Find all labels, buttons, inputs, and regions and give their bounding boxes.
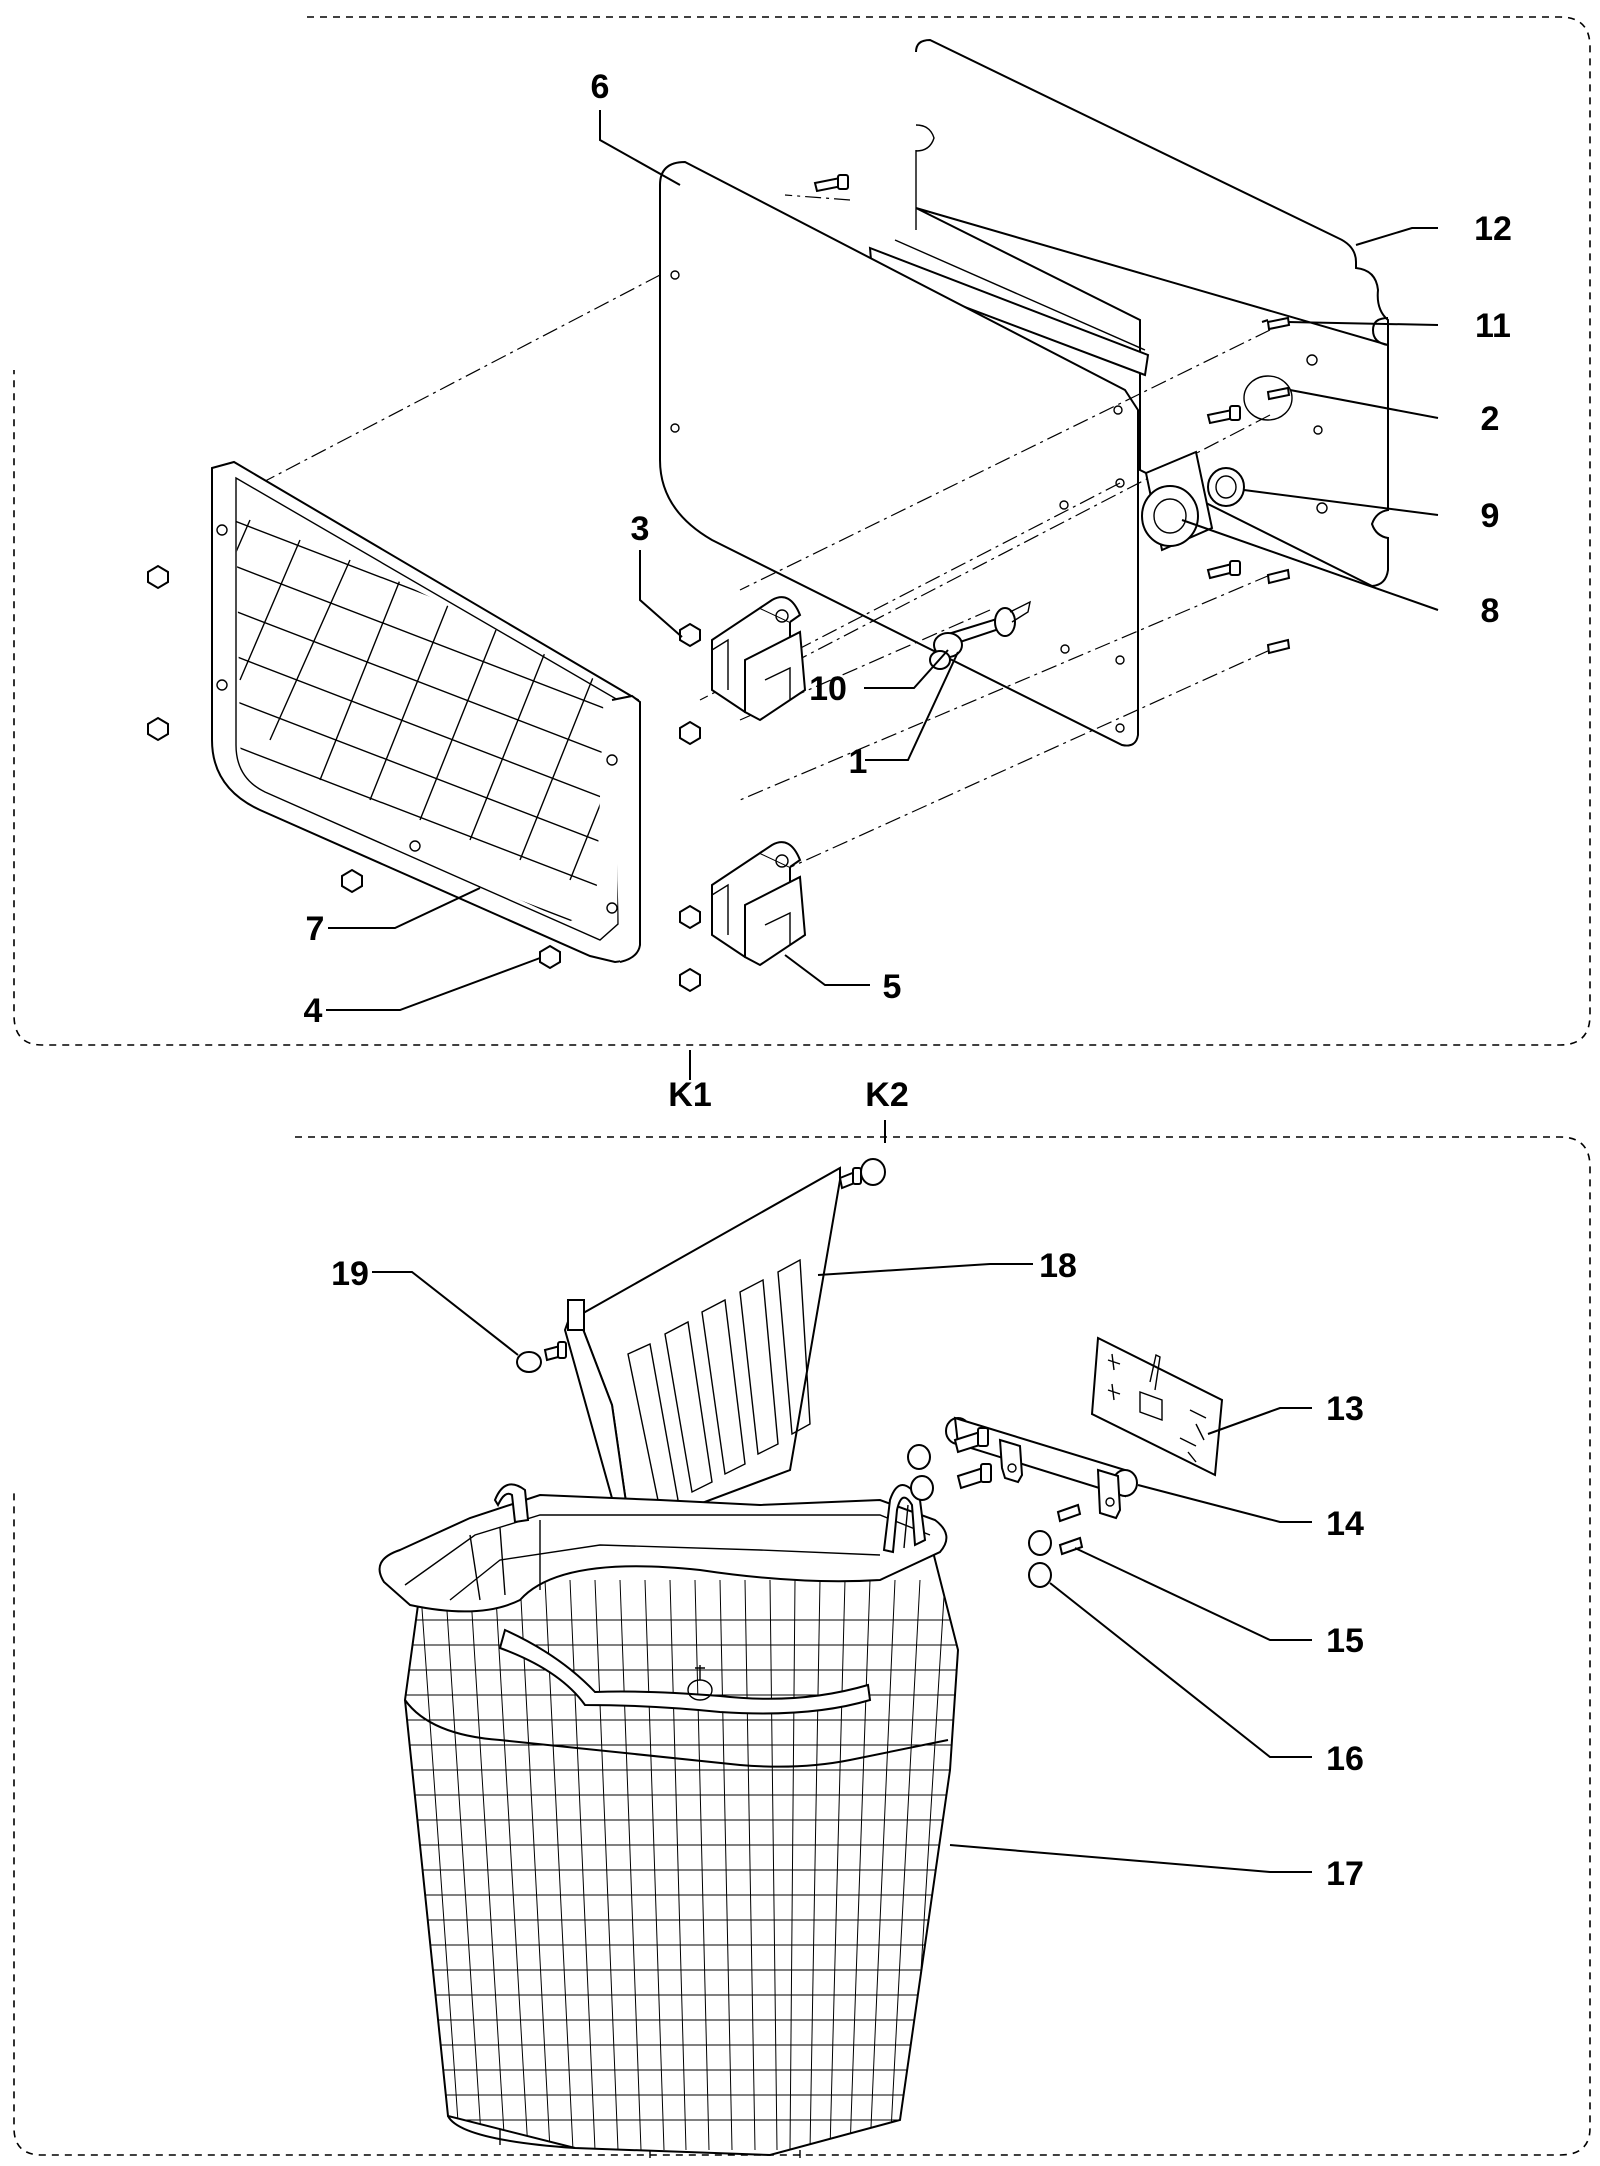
callout-6: 6 — [591, 68, 610, 106]
callout-4: 4 — [304, 992, 323, 1030]
assembly-k1-boundary — [13, 16, 1591, 1046]
instruction-label — [1090, 1336, 1224, 1477]
assembly-label-k1: K1 — [668, 1076, 711, 1114]
callout-12: 12 — [1474, 210, 1512, 248]
callout-17: 17 — [1326, 1855, 1364, 1893]
basket-flap — [563, 1166, 841, 1536]
callout-leaders — [326, 110, 1439, 1873]
callout-10: 10 — [809, 670, 847, 708]
rear-mounting-plate — [915, 38, 1389, 588]
wire-basket — [378, 1483, 960, 2158]
front-mounting-plate — [659, 160, 1139, 747]
callout-9: 9 — [1481, 497, 1500, 535]
callout-5: 5 — [883, 968, 902, 1006]
screws-k1 — [813, 174, 1291, 655]
callout-3: 3 — [631, 510, 650, 548]
callout-7: 7 — [306, 910, 325, 948]
flap-fasteners — [516, 1158, 886, 1373]
callout-14: 14 — [1326, 1505, 1364, 1543]
upper-clamp — [711, 596, 807, 722]
exploded-view-leader-lines — [247, 194, 1271, 891]
callout-11: 11 — [1475, 307, 1511, 345]
callout-16: 16 — [1326, 1740, 1364, 1778]
assembly-k2-boundary — [13, 1136, 1591, 2156]
callout-1: 1 — [849, 743, 868, 781]
callout-19: 19 — [331, 1255, 369, 1293]
mesh-panel — [211, 460, 641, 964]
callout-2: 2 — [1481, 400, 1500, 438]
callout-15: 15 — [1326, 1622, 1364, 1660]
mounting-bar — [945, 1416, 1138, 1520]
callout-13: 13 — [1326, 1390, 1364, 1428]
assembly-label-k2: K2 — [865, 1076, 908, 1114]
lower-clamp — [711, 841, 807, 967]
callout-8: 8 — [1481, 592, 1500, 630]
bar-fasteners — [907, 1427, 1084, 1588]
callout-18: 18 — [1039, 1247, 1077, 1285]
callout-labels: 6 12 11 2 9 8 3 10 1 7 4 5 K1 K2 19 18 1… — [304, 68, 1512, 1893]
